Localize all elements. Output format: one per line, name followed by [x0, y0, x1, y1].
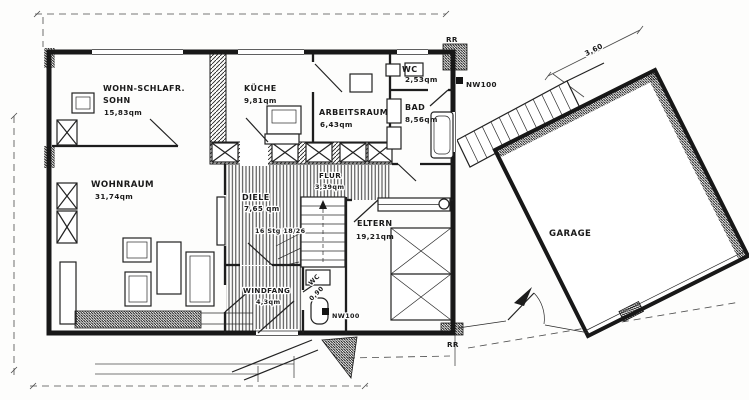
- furniture: [56, 62, 454, 329]
- porch-step: [321, 336, 358, 379]
- stair-note: 16 Stg 18/26: [255, 227, 306, 235]
- garage-label: GARAGE: [549, 229, 591, 239]
- room-kueche: KÜCHE 9,81qm: [244, 83, 277, 105]
- room-diele: DIELE 7,65 qm 16 Stg 18/26: [241, 192, 307, 237]
- room-flur-label: FLUR: [319, 171, 341, 180]
- room-windfang-area: 4,3qm: [256, 298, 281, 306]
- room-arbeitsraum-label: ARBEITSRAUM: [319, 108, 388, 117]
- room-wc-og-area: 2,53qm: [405, 75, 438, 84]
- room-wohnraum-area: 31,74qm: [95, 192, 133, 201]
- room-eltern: ELTERN 19,21qm: [356, 219, 394, 241]
- rr-bottom-label: RR: [447, 340, 459, 349]
- corner-block-left: [44, 146, 55, 168]
- vent-pipe-top: [456, 77, 463, 84]
- vent-pipe-bottom: [322, 308, 329, 315]
- room-sohn-label2: SOHN: [103, 96, 131, 105]
- room-kueche-area: 9,81qm: [244, 96, 277, 105]
- room-arbeitsraum-area: 6,43qm: [320, 120, 353, 129]
- room-diele-area: 7,65 qm: [244, 204, 280, 213]
- room-kueche-label: KÜCHE: [244, 83, 277, 93]
- room-wc-og-label: WC: [402, 65, 418, 74]
- room-sohn: WOHN-SCHLAFR. SOHN 15,83qm: [103, 84, 185, 117]
- nw100-bottom-label: NW100: [332, 312, 360, 320]
- window-sill-band: [74, 310, 202, 329]
- outer-walls: [44, 43, 468, 336]
- window-top-sohn: [92, 48, 183, 56]
- gate-arrow-icon: [514, 287, 532, 306]
- room-sohn-label: WOHN-SCHLAFR.: [103, 84, 185, 93]
- room-diele-label: DIELE: [242, 193, 270, 202]
- sliding-door-panel: [216, 196, 226, 246]
- floor-hatching: [226, 165, 390, 332]
- chimney-block-top-right: [442, 43, 468, 71]
- stair-direction-arrow-icon: [319, 200, 327, 209]
- window-top-wc: [397, 48, 428, 56]
- room-sohn-area: 15,83qm: [104, 108, 142, 117]
- room-flur-area: 3,39qm: [315, 183, 344, 191]
- room-eltern-label: ELTERN: [357, 219, 392, 228]
- room-windfang: WINDFANG 4,3qm: [242, 285, 292, 308]
- room-bad-area: 8,56qm: [405, 115, 438, 124]
- room-eltern-area: 19,21qm: [356, 232, 394, 241]
- corner-block-top-left: [44, 48, 55, 68]
- interior-walls: [52, 53, 453, 381]
- room-wc-og: WC 2,53qm: [402, 65, 438, 84]
- room-windfang-label: WINDFANG: [243, 286, 290, 295]
- window-top-kueche: [238, 48, 304, 56]
- garage: GARAGE: [457, 67, 749, 339]
- garage-dimension-label: 3,60: [583, 41, 604, 58]
- rr-top-label: RR: [446, 35, 458, 44]
- room-bad: BAD 8,56qm: [405, 103, 438, 124]
- band-pillars: [211, 142, 393, 163]
- room-bad-label: BAD: [405, 103, 425, 112]
- room-flur: FLUR 3,39qm: [314, 170, 346, 193]
- corner-block-bottom-right: [440, 322, 464, 336]
- room-wohnraum-label: WOHNRAUM: [91, 180, 154, 190]
- nw100-top-label: NW100: [466, 80, 497, 89]
- room-wohnraum: WOHNRAUM 31,74qm: [91, 180, 154, 201]
- room-arbeitsraum: ARBEITSRAUM 6,43qm: [319, 108, 388, 129]
- interior-stair: [275, 196, 346, 268]
